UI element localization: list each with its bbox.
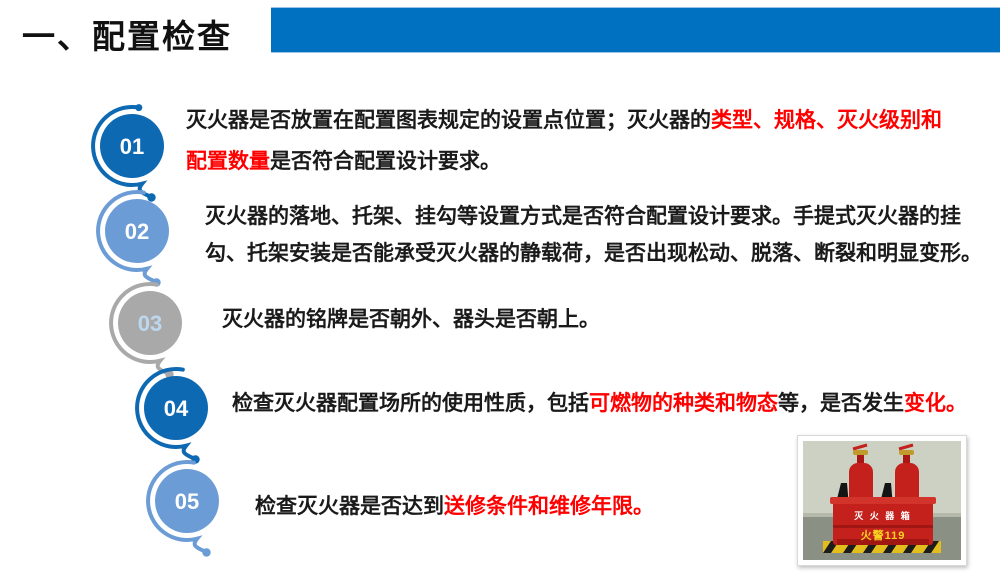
step-05-number: 05 [175,489,199,514]
step-04-marker-icon: 04 [135,367,208,464]
step-05-text: 检查灭火器是否达到送修条件和维修年限。 [255,487,654,527]
step-01-number: 01 [120,134,144,159]
fire-extinguisher-photo-image: 灭 火 器 箱 火警119 [803,441,961,560]
step-05-marker-icon: 05 [146,460,219,557]
photo-hotline-label: 火警119 [861,528,906,542]
step-05-line-1: 检查灭火器是否达到送修条件和维修年限。 [255,495,654,518]
step-04-number: 04 [164,396,189,421]
header-accent-bar [271,7,1000,53]
step-04-line-1: 检查灭火器配置场所的使用性质，包括可燃物的种类和物态等，是否发生变化。 [232,392,967,415]
step-03-marker-icon: 03 [109,282,182,379]
step-02-text: 灭火器的落地、托架、挂勾等设置方式是否符合配置设计要求。手提式灭火器的挂 勾、托… [205,198,982,272]
step-01-marker-icon: 01 [91,104,164,202]
step-02-number: 02 [125,219,149,244]
step-02-line-1: 灭火器的落地、托架、挂勾等设置方式是否符合配置设计要求。手提式灭火器的挂 [205,205,961,228]
step-03-number: 03 [138,311,162,336]
step-02-line-2: 勾、托架安装是否能承受灭火器的静载荷，是否出现松动、脱落、断裂和明显变形。 [205,242,982,265]
step-03-line-1: 灭火器的铭牌是否朝外、器头是否朝上。 [222,308,600,331]
fire-extinguisher-photo: 灭 火 器 箱 火警119 [797,435,967,566]
photo-box-label: 灭 火 器 箱 [853,510,912,521]
page-title: 一、配置检查 [22,18,232,55]
step-01-text: 灭火器是否放置在配置图表规定的设置点位置；灭火器的类型、规格、灭火级别和 配置数… [186,100,942,182]
step-04-text: 检查灭火器配置场所的使用性质，包括可燃物的种类和物态等，是否发生变化。 [232,384,967,424]
step-03-text: 灭火器的铭牌是否朝外、器头是否朝上。 [222,300,600,340]
step-02-marker-icon: 02 [96,190,169,287]
step-01-line-1: 灭火器是否放置在配置图表规定的设置点位置；灭火器的类型、规格、灭火级别和 [186,109,942,132]
step-01-line-2: 配置数量是否符合配置设计要求。 [186,150,501,173]
